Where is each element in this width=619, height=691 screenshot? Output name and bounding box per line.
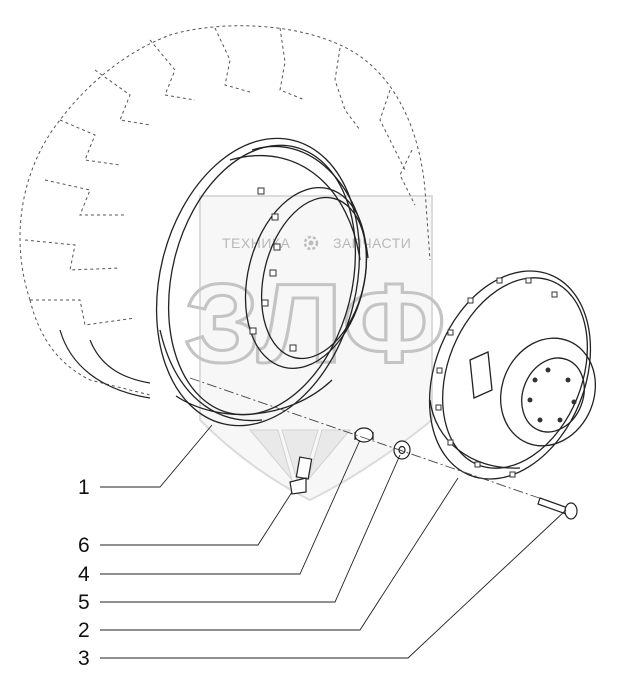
leader-lines <box>100 424 567 659</box>
watermark: ТЕХНИКА ЗАПЧАСТИ ЗЛФ <box>183 195 448 502</box>
gear-icon <box>303 235 319 251</box>
disc-bolt-holes <box>527 367 577 423</box>
watermark-shield <box>199 195 433 502</box>
callout-number: 2 <box>78 619 90 642</box>
leader-line-6 <box>100 491 293 546</box>
leader-line-5 <box>100 454 401 603</box>
leader-line-1 <box>100 424 213 488</box>
washer <box>393 440 411 460</box>
bolt <box>537 497 578 520</box>
tire-outline <box>19 25 431 396</box>
callout-number: 6 <box>78 534 90 557</box>
tire-lower-solid <box>59 329 151 399</box>
wheel-disc <box>428 270 597 480</box>
valve <box>289 456 313 495</box>
rim <box>155 137 369 427</box>
leader-line-3 <box>100 509 567 659</box>
callout-number: 4 <box>78 563 90 586</box>
assembly-axis <box>189 377 546 501</box>
rim-bolt-holes <box>249 187 297 352</box>
leader-line-2 <box>100 477 459 631</box>
watermark-right-text: ЗАПЧАСТИ <box>333 235 411 251</box>
callout-labels: 1 6 4 5 2 3 <box>78 476 90 670</box>
leader-line-4 <box>100 439 361 575</box>
callout-number: 3 <box>78 647 90 670</box>
disc-rim-holes <box>435 277 558 478</box>
watermark-logo: ЗЛФ <box>184 261 446 386</box>
nut <box>354 427 374 443</box>
callout-number: 1 <box>78 476 90 499</box>
callout-number: 5 <box>78 591 90 614</box>
